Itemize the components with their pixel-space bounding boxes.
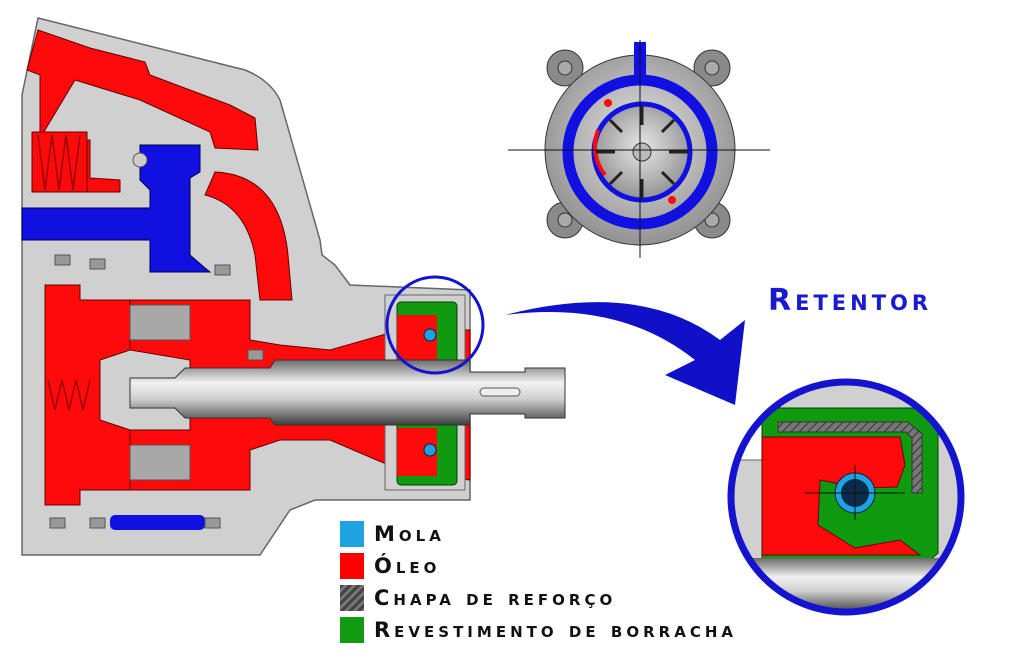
check-ball [132, 152, 148, 168]
legend-label: Chapa de reforço [374, 586, 617, 610]
blue-channel [21, 144, 212, 273]
legend: Mola Óleo Chapa de reforço Revestimento … [340, 518, 737, 646]
legend-label: Mola [374, 522, 445, 546]
legend-swatch-plate [340, 585, 364, 611]
diagram-title: Retentor [768, 283, 933, 318]
rotor-block-bottom [129, 444, 191, 481]
legend-item-mola: Mola [340, 518, 737, 550]
reinforcement-plate [777, 421, 923, 494]
legend-item-borracha: Revestimento de Borracha [340, 614, 737, 646]
bolts [49, 254, 264, 529]
shaft [129, 359, 566, 426]
legend-item-oleo: Óleo [340, 550, 737, 582]
detail-circle-border [727, 378, 965, 616]
spring-ring-bottom [423, 443, 437, 457]
pump-front-view [508, 40, 770, 258]
oil-chamber-lower [44, 284, 131, 506]
retentor-detail [733, 384, 959, 610]
spring-left [47, 379, 91, 411]
spring-ring-top [423, 328, 437, 342]
pump-cross-section [21, 17, 566, 556]
zoom-arrow [505, 302, 745, 405]
seal-highlight-circle [385, 275, 485, 375]
legend-swatch-spring [340, 521, 364, 547]
legend-label: Revestimento de Borracha [374, 618, 737, 642]
blue-bottom [110, 515, 205, 530]
legend-swatch-rubber [340, 617, 364, 643]
legend-swatch-oil [340, 553, 364, 579]
shaft-keyway [479, 387, 521, 397]
rotor-block-top [129, 304, 191, 341]
spring-coil-top [37, 134, 81, 191]
oil-channel-curve [204, 171, 293, 301]
legend-item-chapa: Chapa de reforço [340, 582, 737, 614]
legend-label: Óleo [374, 554, 441, 578]
